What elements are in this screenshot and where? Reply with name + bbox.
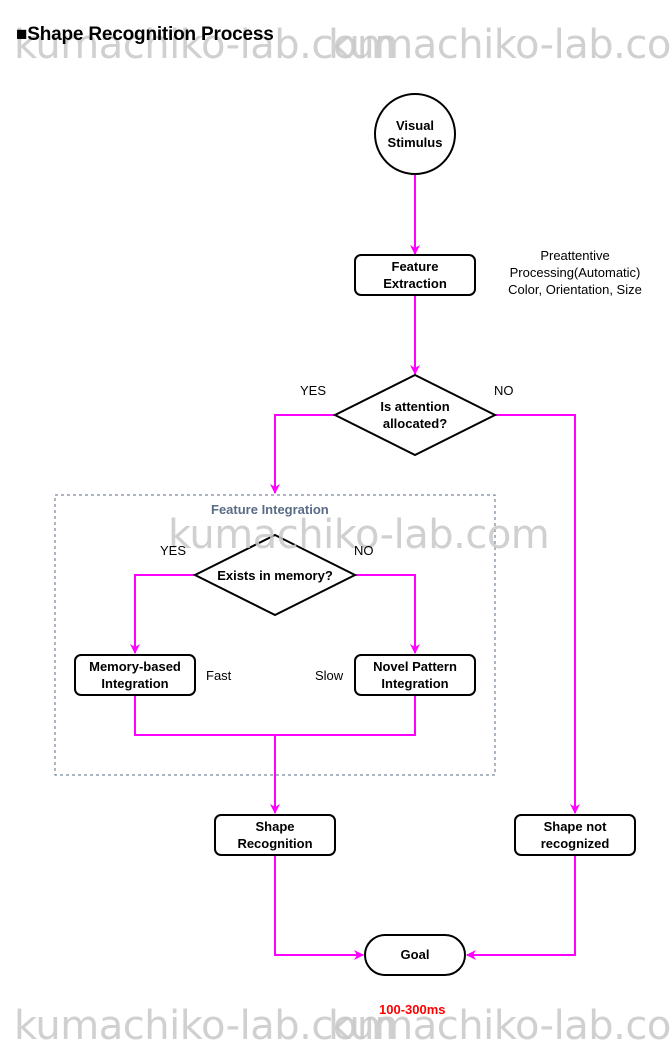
node-memory-based: Memory-based Integration	[89, 659, 181, 691]
node-memory-based-shape	[74, 654, 196, 696]
node-shape-not-recognized-shape	[514, 814, 636, 856]
edge-recognition-to-goal	[274, 856, 364, 960]
memory-yes-label: YES	[160, 543, 187, 558]
preattentive-line-1: Preattentive	[540, 248, 610, 263]
node-memory-decision-shape	[192, 533, 358, 617]
node-memory-decision: Exists in memory?	[217, 568, 333, 583]
edge-memory-based-merge	[134, 695, 275, 736]
edge-attention-no	[495, 414, 580, 814]
node-shape-recognition: Shape Recognition	[237, 819, 313, 851]
timing-label: 100-300ms	[379, 1002, 446, 1017]
feature-integration-title: Feature Integration	[211, 502, 329, 517]
node-visual-stimulus-shape	[374, 93, 456, 175]
node-goal-shape	[364, 934, 466, 976]
node-goal: Goal	[400, 947, 430, 962]
edge-not-recognized-to-goal	[466, 856, 576, 960]
node-novel-pattern-shape	[354, 654, 476, 696]
node-attention-decision-shape	[332, 373, 498, 457]
node-feature-extraction-shape	[354, 254, 476, 296]
edge-memory-no	[355, 574, 420, 654]
edge-memory-yes	[130, 574, 195, 654]
fast-label: Fast	[206, 668, 232, 683]
edge-novel-merge	[275, 695, 416, 736]
node-attention-decision: Is attention allocated?	[380, 399, 450, 431]
node-shape-recognition-shape	[214, 814, 336, 856]
preattentive-line-2: Processing(Automatic)	[509, 265, 641, 280]
node-visual-stimulus: Visual Stimulus	[387, 118, 443, 150]
attention-no-label: NO	[494, 383, 514, 398]
node-novel-pattern: Novel Pattern Integration	[373, 659, 457, 691]
node-feature-extraction: Feature Extraction	[383, 259, 447, 291]
preattentive-note: Preattentive Processing(Automatic) Color…	[495, 247, 655, 298]
memory-no-label: NO	[354, 543, 374, 558]
attention-yes-label: YES	[300, 383, 327, 398]
page-title: ■Shape Recognition Process	[16, 24, 274, 45]
slow-label: Slow	[315, 668, 344, 683]
node-shape-not-recognized: Shape not recognized	[540, 819, 610, 851]
preattentive-line-3: Color, Orientation, Size	[508, 282, 642, 297]
edge-attention-yes	[270, 414, 335, 494]
